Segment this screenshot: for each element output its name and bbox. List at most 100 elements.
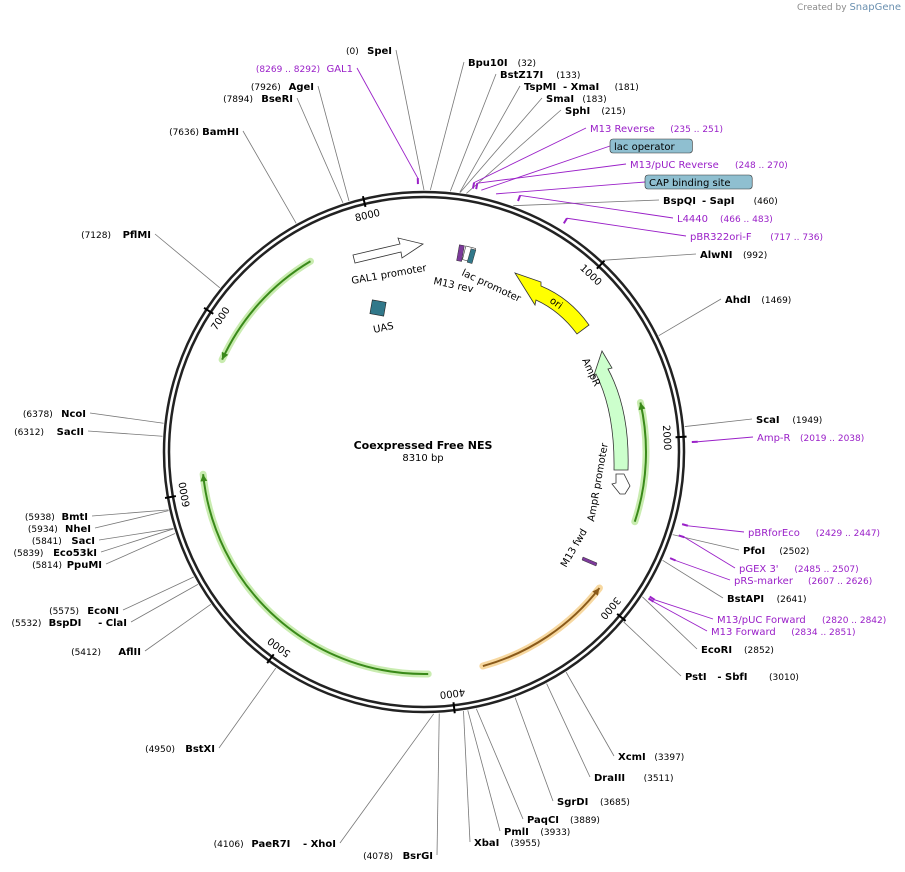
primer-range: (2485 .. 2507) [794,565,858,575]
box-leader-lac-operator [481,145,611,191]
enzyme-name: PfoI [743,546,765,557]
enzyme-name: PpuMI [67,560,102,571]
enzyme-site-psti[interactable]: PstI- SbfI(3010) [685,672,799,683]
tick-mark-4000 [452,702,456,714]
enzyme-name: BseRI [261,94,293,105]
enzyme-site-pflmi[interactable]: PflMI(7128) [81,230,151,241]
leader-bamhi [242,130,297,224]
primer-leader-pgex-3 [684,536,736,569]
leader-spei [395,49,425,191]
orf-arrowhead-0 [638,402,646,411]
enzyme-site-bmti[interactable]: BmtI(5938) [25,512,88,523]
leader-scai [684,418,753,427]
primer-range: (248 .. 270) [735,161,788,171]
primer-m13-reverse[interactable]: M13 Reverse(235 .. 251) [590,124,723,135]
enzyme-site-sphi[interactable]: SphI(215) [565,106,626,117]
feature-box-bg [644,174,753,190]
primer-pgex-3[interactable]: pGEX 3' (2485 .. 2507) [739,564,859,575]
primer-pbrforeco[interactable]: pBRforEco(2429 .. 2447) [748,528,880,539]
primer-pbr322ori-f[interactable]: pBR322ori-F (717 .. 736) [690,232,823,243]
enzyme-site-ecori[interactable]: EcoRI(2852) [701,645,774,656]
enzyme-site-eco53ki[interactable]: Eco53kI(5839) [13,548,97,559]
primer-mark-prs-marker [669,557,676,562]
primer-range: (717 .. 736) [770,233,823,243]
enzyme-site-paqci[interactable]: PaqCI(3889) [527,815,600,826]
orf-arc-3 [221,260,311,361]
enzyme-position: (7636) [169,128,199,138]
enzyme-site-bspqi[interactable]: BspQI- SapI(460) [663,196,778,207]
leader-xbai [463,710,471,843]
leader-sphi [466,109,562,194]
enzyme-isoschizomer: - ClaI [98,618,127,629]
leader-paer7i [339,713,435,844]
enzyme-site-saci[interactable]: SacI(5841) [32,536,95,547]
enzyme-site-xbai[interactable]: XbaI(3955) [474,838,540,849]
enzyme-site-scai[interactable]: ScaI(1949) [756,415,822,426]
enzyme-site-bpu10i[interactable]: Bpu10I(32) [468,58,536,69]
enzyme-position: (5934) [28,525,58,535]
enzyme-position: (2852) [744,646,774,656]
primer-m13-forward[interactable]: M13 Forward(2834 .. 2851) [711,627,855,638]
primer-prs-marker[interactable]: pRS-marker(2607 .. 2626) [734,576,872,587]
enzyme-site-agei[interactable]: AgeI(7926) [251,82,314,93]
leader-ppumi [105,533,176,565]
feature-box-cap-binding-site[interactable]: CAP binding site [644,174,753,190]
enzyme-site-aflii[interactable]: AflII(5412) [71,647,141,658]
inner-features: GAL1 promoter M13 rev lac promoter ori A… [351,237,631,570]
primer-m13-puc-forward[interactable]: M13/pUC Forward(2820 .. 2842) [717,615,886,626]
enzyme-name: BspDI [49,618,82,629]
enzyme-name: PflMI [123,230,151,241]
enzyme-site-econi[interactable]: EcoNI(5575) [49,606,119,617]
enzyme-site-smai[interactable]: SmaI(183) [546,94,607,105]
enzyme-position: (460) [754,197,778,207]
primer-name: pBRforEco [748,528,800,539]
enzyme-name: SacII [57,427,84,438]
leader-bstz17i [449,73,497,192]
enzyme-site-xcmi[interactable]: XcmI(3397) [618,752,684,763]
enzyme-site-bsrgi[interactable]: BsrGI(4078) [363,851,433,862]
leader-bseri [296,97,344,204]
enzyme-site-bstapi[interactable]: BstAPI(2641) [727,594,807,605]
primer-l4440[interactable]: L4440(466 .. 483) [677,214,773,225]
enzyme-site-spei[interactable]: SpeI(0) [346,46,392,57]
leader-saci [98,528,174,541]
feature-box-lac-operator[interactable]: lac operator [609,138,693,154]
primer-mark-l4440 [517,195,522,202]
enzyme-name: BstXI [185,744,215,755]
enzyme-site-draiii[interactable]: DraIII (3511) [594,773,674,784]
enzyme-site-tspmi[interactable]: TspMI- XmaI(181) [524,82,639,93]
enzyme-site-ncoi[interactable]: NcoI(6378) [23,409,86,420]
primer-amp-r[interactable]: Amp-R(2019 .. 2038) [757,433,864,444]
enzyme-site-alwni[interactable]: AlwNI(992) [700,250,767,261]
enzyme-site-pfoi[interactable]: PfoI(2502) [743,546,809,557]
enzyme-site-sgrdi[interactable]: SgrDI(3685) [557,797,630,808]
primer-name: pGEX 3' [739,564,779,575]
primer-name: pBR322ori-F [690,232,752,243]
enzyme-position: (3511) [644,774,674,784]
enzyme-name: DraIII [594,773,625,784]
enzyme-site-bstxi[interactable]: BstXI(4950) [145,744,215,755]
orf-arc-1 [482,587,601,668]
enzyme-site-bseri[interactable]: BseRI(7894) [223,94,293,105]
enzyme-site-ahdi[interactable]: AhdI(1469) [725,295,791,306]
enzyme-position: (992) [743,251,767,261]
primer-gal1[interactable]: GAL1(8269 .. 8292) [256,64,353,75]
enzyme-site-ppumi[interactable]: PpuMI(5814) [32,560,102,571]
enzyme-site-bamhi[interactable]: BamHI(7636) [169,127,239,138]
ampr-arrow [592,350,629,471]
enzyme-site-nhei[interactable]: NheI(5934) [28,524,91,535]
enzyme-name: Bpu10I [468,58,508,69]
tick-label-2000: 2000 [660,425,672,451]
leader-sgrdi [514,697,554,802]
primer-leader-amp-r [697,436,754,443]
ampr-promoter-arrow [611,473,631,495]
enzyme-site-sacii[interactable]: SacII(6312) [14,427,84,438]
plasmid-length: 8310 bp [402,453,443,464]
orf-glow-3 [218,257,314,364]
primer-m13-puc-reverse[interactable]: M13/pUC Reverse(248 .. 270) [630,160,788,171]
enzyme-name: BstAPI [727,594,764,605]
enzyme-site-bstz17i[interactable]: BstZ17I(133) [500,70,580,81]
enzyme-site-pmli[interactable]: PmlI(3933) [504,827,570,838]
